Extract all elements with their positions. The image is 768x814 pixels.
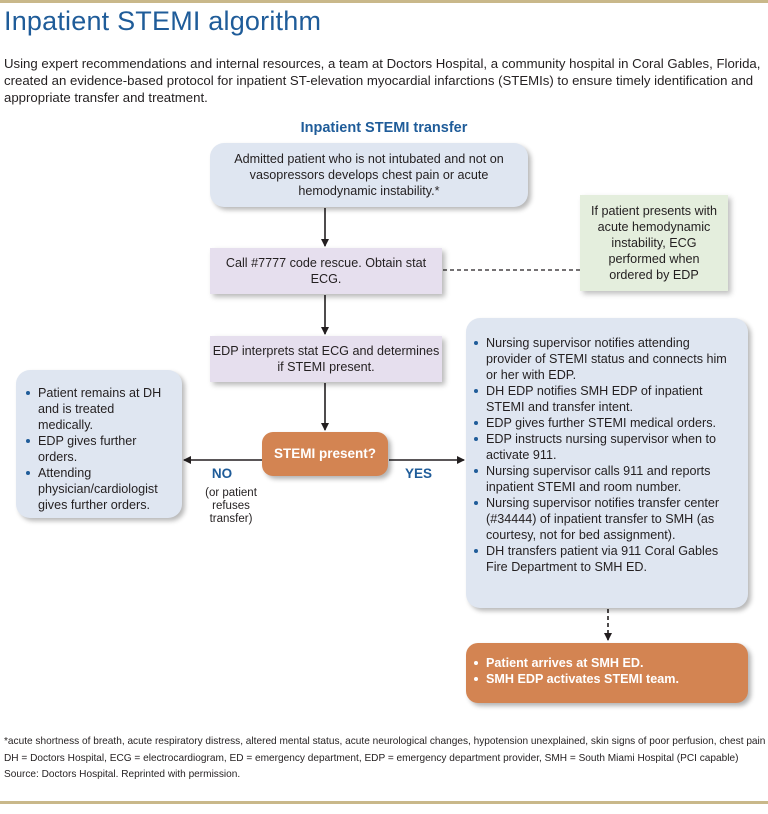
yes-outcome-item: EDP gives further STEMI medical orders. (472, 415, 738, 431)
edp-interprets-text: EDP interprets stat ECG and determines i… (212, 344, 440, 374)
hemodynamic-note-text: If patient presents with acute hemodynam… (590, 204, 717, 282)
source-footnote: Source: Doctors Hospital. Reprinted with… (4, 769, 241, 780)
admitted-patient-text: Admitted patient who is not intubated an… (234, 152, 504, 198)
arrival-item: SMH EDP activates STEMI team. (472, 671, 738, 687)
flowchart-title: Inpatient STEMI transfer (300, 120, 468, 136)
no-outcome-list: Patient remains at DH and is treated med… (24, 385, 172, 513)
no-outcome-item: Patient remains at DH and is treated med… (24, 385, 172, 433)
bottom-rule (0, 801, 768, 804)
yes-outcome-item: DH transfers patient via 911 Coral Gable… (472, 543, 738, 575)
intro-paragraph: Using expert recommendations and interna… (4, 56, 761, 105)
page-title: Inpatient STEMI algorithm (4, 6, 322, 36)
no-outcome-item: EDP gives further orders. (24, 433, 172, 465)
yes-outcome-box: Nursing supervisor notifies attending pr… (466, 318, 748, 608)
stemi-decision-text: STEMI present? (273, 446, 376, 461)
no-outcome-item: Attending physician/cardiologist gives f… (24, 465, 172, 513)
arrival-item: Patient arrives at SMH ED. (472, 655, 738, 671)
no-label: NO (211, 466, 233, 481)
arrival-list: Patient arrives at SMH ED. SMH EDP activ… (472, 655, 738, 687)
yes-outcome-item: DH EDP notifies SMH EDP of inpatient STE… (472, 383, 738, 415)
yes-outcome-item: EDP instructs nursing supervisor when to… (472, 431, 738, 463)
asterisk-footnote: *acute shortness of breath, acute respir… (4, 736, 766, 747)
abbreviations-footnote: DH = Doctors Hospital, ECG = electrocard… (4, 752, 739, 764)
yes-outcome-item: Nursing supervisor notifies transfer cen… (472, 495, 738, 543)
top-rule (0, 0, 768, 3)
stemi-decision-box: STEMI present? (262, 432, 388, 476)
admitted-patient-box: Admitted patient who is not intubated an… (210, 143, 528, 207)
yes-label: YES (405, 466, 433, 481)
no-outcome-box: Patient remains at DH and is treated med… (16, 370, 182, 518)
arrival-box: Patient arrives at SMH ED. SMH EDP activ… (466, 643, 748, 703)
yes-outcome-item: Nursing supervisor notifies attending pr… (472, 335, 738, 383)
code-rescue-box: Call #7777 code rescue. Obtain stat ECG. (210, 248, 442, 294)
edp-interprets-box: EDP interprets stat ECG and determines i… (210, 336, 442, 382)
footnotes: *acute shortness of breath, acute respir… (4, 734, 766, 784)
yes-outcome-item: Nursing supervisor calls 911 and reports… (472, 463, 738, 495)
no-label-note: (or patient refuses transfer) (205, 487, 257, 525)
code-rescue-text: Call #7777 code rescue. Obtain stat ECG. (225, 256, 427, 286)
hemodynamic-note-box: If patient presents with acute hemodynam… (580, 195, 728, 291)
yes-outcome-list: Nursing supervisor notifies attending pr… (472, 335, 738, 575)
